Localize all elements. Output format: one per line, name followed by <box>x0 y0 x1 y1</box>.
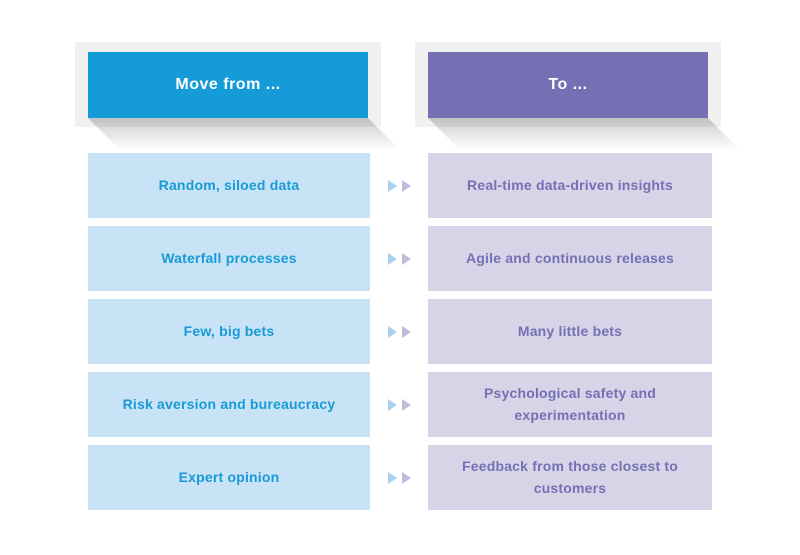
from-cell: Random, siloed data <box>88 153 370 218</box>
to-cell: Agile and continuous releases <box>428 226 712 291</box>
chevron-right-icon <box>401 325 411 338</box>
to-header: To ... <box>428 52 708 118</box>
to-cell: Many little bets <box>428 299 712 364</box>
to-label: Agile and continuous releases <box>465 249 675 266</box>
to-label: Real-time data-driven insights <box>467 176 673 193</box>
to-label: Feedback from those closest to customers <box>461 457 679 496</box>
mapping-row-1: Random, siloed data Real-time data-drive… <box>88 153 712 218</box>
chevron-right-icon <box>387 398 397 411</box>
row-connector <box>370 445 428 510</box>
mapping-row-2: Waterfall processes Agile and continuous… <box>88 226 712 291</box>
mapping-row-4: Risk aversion and bureaucracy Psychologi… <box>88 372 712 437</box>
from-cell: Risk aversion and bureaucracy <box>88 372 370 437</box>
row-connector <box>370 372 428 437</box>
mapping-row-5: Expert opinion Feedback from those close… <box>88 445 712 510</box>
chevron-right-icon <box>401 471 411 484</box>
row-connector <box>370 299 428 364</box>
from-label: Expert opinion <box>178 468 280 485</box>
to-label: Psychological safety and experimentation <box>483 384 657 423</box>
move-from-header-label: Move from ... <box>175 76 281 93</box>
chevron-right-icon <box>401 252 411 265</box>
header-long-shadow <box>88 118 400 150</box>
to-cell: Feedback from those closest to customers <box>428 445 712 510</box>
from-cell: Waterfall processes <box>88 226 370 291</box>
mapping-rows: Random, siloed data Real-time data-drive… <box>88 153 712 518</box>
row-connector <box>370 153 428 218</box>
mapping-row-3: Few, big bets Many little bets <box>88 299 712 364</box>
from-label: Risk aversion and bureaucracy <box>122 395 336 412</box>
chevron-right-icon <box>401 179 411 192</box>
to-header-panel: To ... <box>415 42 740 150</box>
chevron-right-icon <box>401 398 411 411</box>
move-from-header-panel: Move from ... <box>75 42 400 150</box>
to-cell: Real-time data-driven insights <box>428 153 712 218</box>
move-from-header: Move from ... <box>88 52 368 118</box>
from-cell: Few, big bets <box>88 299 370 364</box>
from-label: Waterfall processes <box>161 249 297 266</box>
chevron-right-icon <box>387 252 397 265</box>
from-cell: Expert opinion <box>88 445 370 510</box>
to-cell: Psychological safety and experimentation <box>428 372 712 437</box>
from-label: Few, big bets <box>183 322 275 339</box>
chevron-right-icon <box>387 325 397 338</box>
chevron-right-icon <box>387 179 397 192</box>
chevron-right-icon <box>387 471 397 484</box>
header-long-shadow <box>428 118 740 150</box>
from-label: Random, siloed data <box>158 176 300 193</box>
to-header-label: To ... <box>548 76 588 93</box>
row-connector <box>370 226 428 291</box>
to-label: Many little bets <box>517 322 623 339</box>
